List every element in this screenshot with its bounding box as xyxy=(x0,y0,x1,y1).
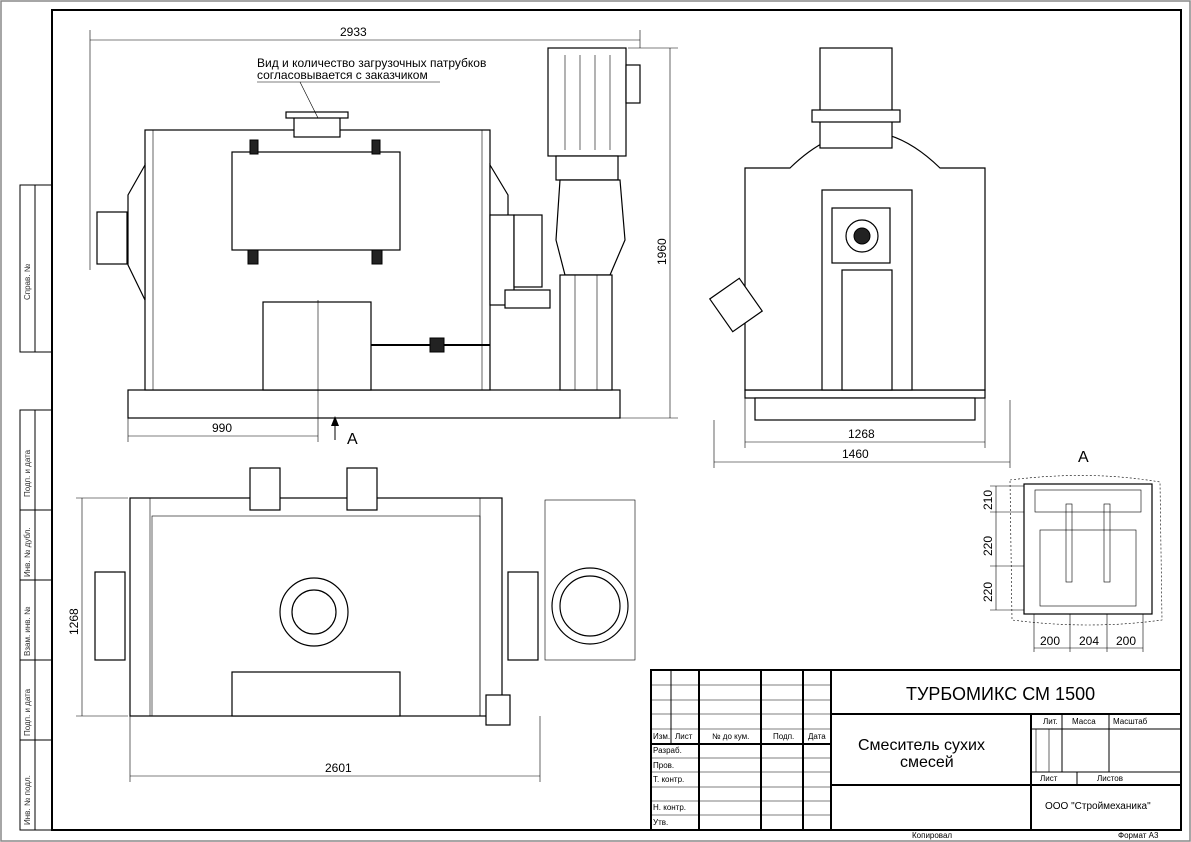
side-view xyxy=(708,47,986,421)
product-title: ТУРБОМИКС СМ 1500 xyxy=(906,684,1095,704)
dim-a-h2: 204 xyxy=(1079,634,1099,648)
front-dimensions: 2933 Вид и количество загрузочных патруб… xyxy=(89,25,678,448)
dim-a-h3: 200 xyxy=(1116,634,1136,648)
title-block: Изм. Лист № до кум. Подп. Дата Разраб. П… xyxy=(650,669,1182,840)
scale-label: Масштаб xyxy=(1113,717,1148,726)
plan-view xyxy=(94,467,636,726)
dim-side-outer: 1460 xyxy=(842,447,869,461)
header-izm: Изм. xyxy=(653,732,670,741)
header-list: Лист xyxy=(675,732,693,741)
mass-label: Масса xyxy=(1072,717,1096,726)
role-label: Н. контр. xyxy=(653,803,686,812)
side-strip: Справ. № Подп. и дата Инв. № дубл. Взам.… xyxy=(19,184,53,831)
role-label: Т. контр. xyxy=(653,775,684,784)
plan-dimensions: 1268 2601 xyxy=(67,497,541,782)
side-dimensions: 1268 1460 xyxy=(713,398,1011,468)
role-label: Разраб. xyxy=(653,746,682,755)
strip-label: Справ. № xyxy=(23,263,32,300)
dim-length: 2933 xyxy=(340,25,367,39)
dim-plan-length: 2601 xyxy=(325,761,352,775)
product-name-line1: Смеситель сухих xyxy=(858,737,985,754)
product-name-line2: смесей xyxy=(900,754,954,771)
header-podp: Подп. xyxy=(773,732,794,741)
strip-label: Инв. № подл. xyxy=(23,775,32,825)
dim-inlet: 990 xyxy=(212,421,232,435)
strip-label: Инв. № дубл. xyxy=(23,527,32,577)
role-label: Утв. xyxy=(653,818,668,827)
dim-a-v2: 220 xyxy=(981,536,995,556)
view-a-label: А xyxy=(1078,449,1089,466)
dim-plan-width: 1268 xyxy=(67,608,81,635)
dim-a-v1: 210 xyxy=(981,490,995,510)
company-name: ООО "Строймеханика" xyxy=(1045,801,1151,812)
view-arrow-label: А xyxy=(347,431,358,448)
dim-a-h1: 200 xyxy=(1040,634,1060,648)
role-label: Пров. xyxy=(653,761,674,770)
sheet-label: Лист xyxy=(1040,774,1058,783)
front-view xyxy=(96,47,641,419)
header-doc: № до кум. xyxy=(712,732,749,741)
header-date: Дата xyxy=(808,732,826,741)
strip-label: Подп. и дата xyxy=(23,688,32,736)
format-label: Формат А3 xyxy=(1118,831,1159,840)
dim-a-v3: 220 xyxy=(981,582,995,602)
sheets-label: Листов xyxy=(1097,774,1123,783)
lit-label: Лит. xyxy=(1043,717,1058,726)
dim-side-inner: 1268 xyxy=(848,427,875,441)
dim-height: 1960 xyxy=(655,238,669,265)
strip-label: Взам. инв. № xyxy=(23,606,32,656)
view-a: А 210 220 220 200 204 200 xyxy=(981,449,1163,652)
note-line-2: согласовывается с заказчиком xyxy=(257,68,428,82)
note-line-1: Вид и количество загрузочных патрубков xyxy=(257,56,486,70)
copied-label: Копировал xyxy=(912,831,952,840)
strip-label: Подп. и дата xyxy=(23,449,32,497)
